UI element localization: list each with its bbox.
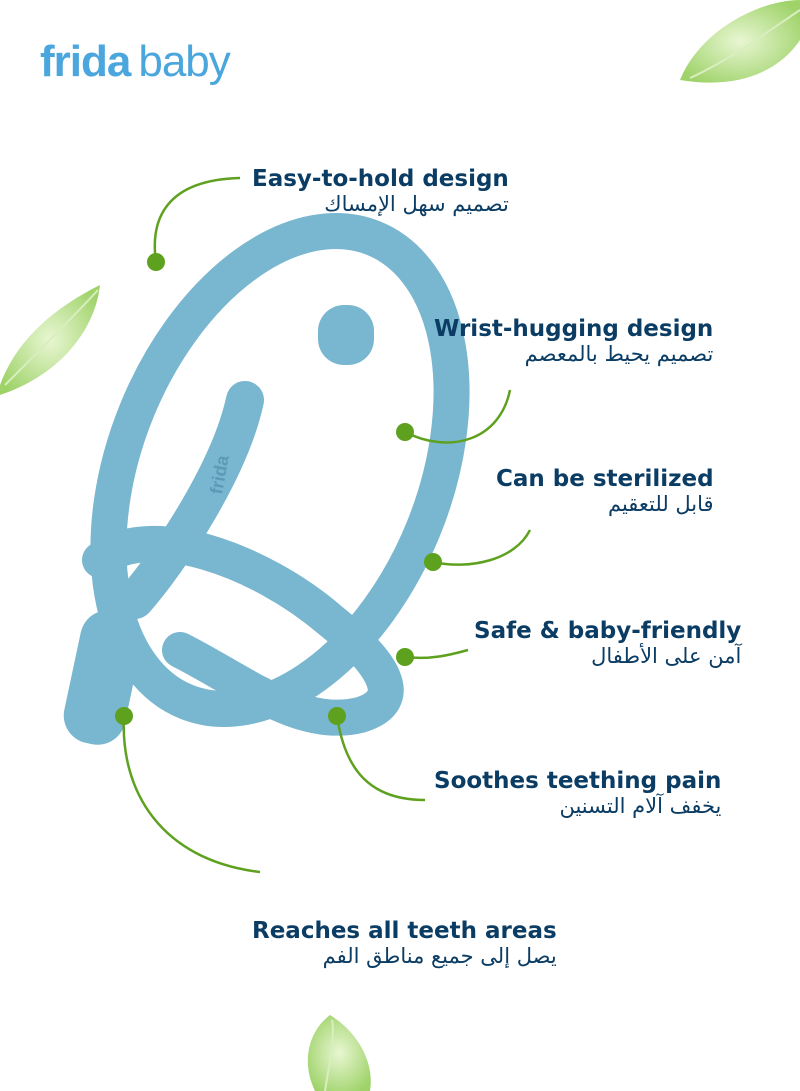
callout-dot-6 (115, 707, 133, 725)
callout-line-6 (122, 715, 261, 874)
feature-title-en: Can be sterilized (496, 466, 714, 492)
feature-title-ar: تصميم يحيط بالمعصم (524, 342, 714, 367)
feature-title-ar: يخفف آلام التسنين (559, 794, 722, 819)
feature-title-en: Easy-to-hold design (252, 166, 509, 192)
feature-title-ar: قابل للتعقيم (607, 492, 714, 517)
callout-dot-4 (396, 648, 414, 666)
callout-line-4 (404, 648, 469, 660)
feature-reaches-all-teeth: Reaches all teeth areas يصل إلى جميع منا… (252, 918, 557, 970)
callout-line-5 (335, 715, 426, 802)
callout-line-1 (153, 176, 241, 263)
logo-word-baby: baby (138, 37, 230, 86)
feature-wrist-hugging: Wrist-hugging design تصميم يحيط بالمعصم (434, 316, 713, 368)
feature-title-ar: تصميم سهل الإمساك (324, 192, 509, 217)
teether-illustration (63, 213, 470, 745)
callout-dot-3 (424, 553, 442, 571)
feature-title-en: Soothes teething pain (434, 768, 722, 794)
feature-title-en: Wrist-hugging design (434, 316, 714, 342)
feature-safe-baby-friendly: Safe & baby-friendly آمن على الأطفال (474, 618, 741, 670)
logo-word-frida: frida (40, 37, 131, 86)
feature-sterilizable: Can be sterilized قابل للتعقيم (496, 466, 714, 518)
callout-line-3 (432, 529, 532, 566)
callout-dot-5 (328, 707, 346, 725)
feature-title-en: Reaches all teeth areas (252, 918, 557, 944)
callout-dot-2 (396, 423, 414, 441)
feature-title-ar: يصل إلى جميع مناطق الفم (322, 944, 557, 969)
feature-title-ar: آمن على الأطفال (591, 644, 742, 669)
callout-dot-1 (147, 253, 165, 271)
feature-easy-to-hold: Easy-to-hold design تصميم سهل الإمساك (252, 166, 509, 218)
feature-title-en: Safe & baby-friendly (474, 618, 742, 644)
feature-soothes-teething: Soothes teething pain يخفف آلام التسنين (434, 768, 721, 820)
leaf-left (0, 285, 100, 395)
leaf-bottom (307, 1015, 371, 1091)
callout-line-2 (404, 389, 512, 444)
leaf-top-right (680, 0, 800, 83)
